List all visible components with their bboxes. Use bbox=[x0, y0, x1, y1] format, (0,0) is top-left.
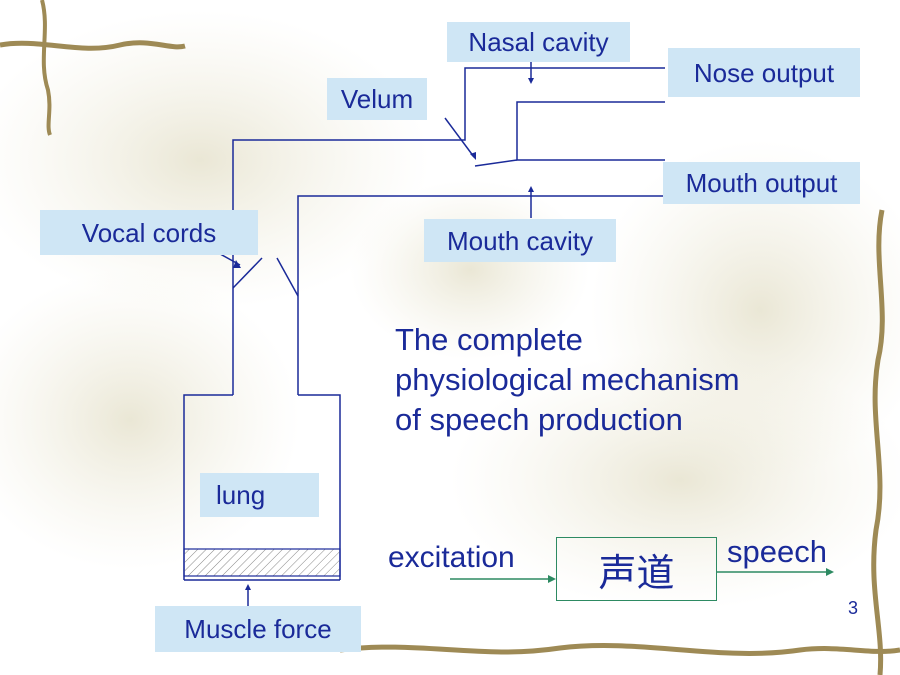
background-blotch bbox=[450, 350, 900, 610]
lung-piston bbox=[183, 548, 341, 577]
title-line: The complete bbox=[395, 322, 583, 357]
nasal-cavity-label: Nasal cavity bbox=[447, 22, 630, 62]
velum-pointer bbox=[444, 117, 475, 158]
velum-label: Velum bbox=[327, 78, 427, 120]
velum-flap bbox=[474, 159, 518, 167]
title-line: physiological mechanism bbox=[395, 362, 740, 397]
page-number: 3 bbox=[848, 598, 859, 618]
excitation-label: excitation bbox=[388, 541, 515, 574]
vocal-cord-right bbox=[276, 257, 299, 297]
vocal-tract-box: 声道 bbox=[556, 537, 717, 601]
lung-chamber-right bbox=[298, 394, 341, 580]
vocal-cords-label: Vocal cords bbox=[40, 210, 258, 255]
muscle-arrowhead bbox=[245, 584, 251, 590]
nose-output-label: Nose output bbox=[668, 48, 860, 97]
lung-chamber bbox=[183, 394, 233, 580]
excitation-arrowhead bbox=[548, 575, 556, 583]
title-line: of speech production bbox=[395, 402, 683, 437]
vine-top-left bbox=[0, 40, 186, 51]
muscle-force-label: Muscle force bbox=[155, 606, 361, 652]
velum-arrowhead bbox=[470, 152, 476, 160]
vine-right bbox=[871, 209, 885, 675]
lung-label: lung bbox=[200, 473, 319, 517]
vine-left bbox=[40, 0, 52, 136]
vocal-cord-left bbox=[232, 257, 263, 289]
speech-label: speech bbox=[727, 534, 827, 569]
slide-title: The complete physiological mechanism of … bbox=[395, 320, 815, 440]
speech-arrowhead bbox=[826, 568, 834, 576]
mouth-arrowhead bbox=[528, 186, 534, 192]
vocal-arrowhead bbox=[233, 260, 241, 268]
tract-inner-wall bbox=[297, 195, 665, 395]
nasal-arrowhead bbox=[528, 78, 534, 84]
mouth-output-label: Mouth output bbox=[663, 162, 860, 204]
mouth-cavity-label: Mouth cavity bbox=[424, 219, 616, 262]
vine-bottom bbox=[339, 642, 900, 656]
mouth-upper-wall bbox=[516, 101, 665, 161]
